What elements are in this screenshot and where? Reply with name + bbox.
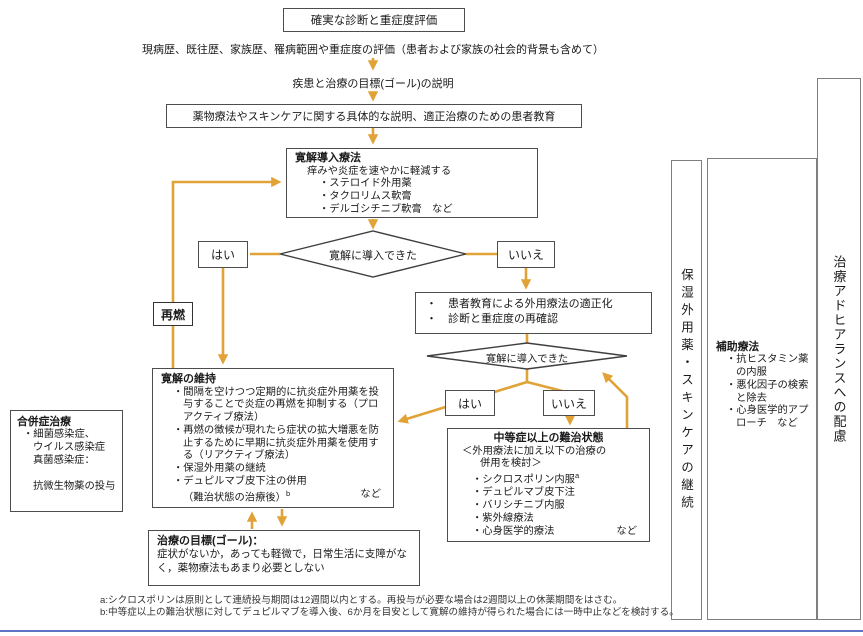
refractory-box: 中等症以上の難治状態 ＜外用療法に加え以下の治療の 併用を検討＞ ・シクロスポリ… (447, 428, 650, 542)
refractory-item: ・デュピルマブ皮下注 (472, 487, 575, 499)
adherence-panel-label: 治療アドヒアランスへの配慮 (831, 254, 847, 444)
maintenance-item: ・保湿外用薬の継続 (173, 463, 266, 475)
complication-treatment: 抗微生物薬の投与 (33, 480, 116, 492)
reeval-box: ・ 患者教育による外用療法の適正化 ・ 診断と重症度の再確認 (415, 292, 652, 334)
adjunct-panel: 補助療法 ・抗ヒスタミン薬の内服 ・悪化因子の検索と除去 ・心身医学的アプローチ… (707, 158, 817, 620)
goal-body: 症状がないか，あっても軽微で，日常生活に支障がなく，薬物療法もあまり必要としない (157, 548, 407, 574)
adjunct-item: ・心身医学的アプローチ など (726, 405, 809, 430)
decision-diamond-2 (426, 342, 628, 370)
induction-title: 寛解導入療法 (295, 152, 361, 164)
refractory-subtitle: ＜外用療法に加え以下の治療の (462, 445, 607, 457)
maintenance-note: （難治状態の治療後）b (183, 488, 291, 504)
moisturizer-panel: 保湿外用薬・スキンケアの継続 (671, 160, 702, 620)
relapse-label: 再燃 (153, 302, 193, 326)
goal-box: 治療の目標(ゴール)： 症状がないか，あっても軽微で，日常生活に支障がなく，薬物… (148, 530, 420, 586)
yes2-box: はい (445, 390, 495, 416)
refractory-item: ・紫外線療法 (472, 512, 534, 524)
goal-title: 治療の目標(ゴール)： (157, 535, 264, 547)
maintenance-title: 寛解の維持 (161, 373, 216, 385)
education-box: 薬物療法やスキンケアに関する具体的な説明、適正治療のための患者教育 (166, 104, 582, 128)
refractory-item: ・バリシチニブ内服 (472, 500, 565, 512)
induction-box: 寛解導入療法 痒みや炎症を速やかに軽減する ・ステロイド外用薬 ・タクロリムス軟… (286, 148, 538, 218)
adjunct-item: ・悪化因子の検索と除去 (726, 379, 809, 404)
induction-item: ・デルゴシチニブ軟膏 など (319, 203, 453, 215)
adjunct-title: 補助療法 (716, 341, 760, 353)
maintenance-box: 寛解の維持 ・間隔を空けつつ定期的に抗炎症外用薬を投与することで炎症の再燃を抑制… (152, 368, 394, 508)
decision-diamond-1 (279, 230, 467, 278)
maintenance-item: ・間隔を空けつつ定期的に抗炎症外用薬を投与することで炎症の再燃を抑制する（プロア… (173, 386, 379, 424)
complication-line: 真菌感染症： (33, 454, 95, 466)
etc-label: など (616, 525, 637, 537)
refractory-subtitle: 併用を検討＞ (480, 458, 542, 470)
decision1-label: 寛解に導入できた (329, 250, 417, 262)
no1-box: いいえ (497, 241, 555, 268)
refractory-title: 中等症以上の難治状態 (493, 432, 604, 444)
reeval-item: ・ 患者教育による外用療法の適正化 (426, 298, 613, 310)
footnote-marker-a: a (574, 471, 580, 481)
no2-box: いいえ (543, 390, 595, 416)
diagnosis-box: 確実な診断と重症度評価 (283, 8, 465, 32)
induction-item: ・ステロイド外用薬 (319, 178, 412, 190)
induction-item: ・タクロリムス軟膏 (319, 191, 412, 203)
adherence-panel: 治療アドヒアランスへの配慮 (817, 78, 861, 620)
footnote-marker-b: b (285, 488, 291, 498)
bottom-rule (0, 630, 863, 632)
complication-title: 合併症治療 (17, 416, 71, 428)
maintenance-item: ・再燃の徴候が現れたら症状の拡大増悪を防止するために早期に抗炎症外用薬を使用する… (173, 424, 379, 462)
maintenance-item: ・デュピルマブ皮下注の併用 (173, 475, 307, 487)
complication-line: ウイルス感染症 (33, 442, 106, 454)
footnote-a: a:シクロスポリンは原則として連続投与期間は12週間以内とする。再投与が必要な場… (100, 595, 623, 606)
reeval-item: ・ 診断と重症度の再確認 (426, 312, 558, 325)
relapse-arrow (171, 176, 282, 368)
induction-subtitle: 痒みや炎症を速やかに軽減する (307, 165, 452, 177)
footnote-b: b:中等症以上の難治状態に対してデュピルマブを導入後、6か月を目安として寛解の維… (100, 607, 679, 618)
complication-line: ・細菌感染症、 (23, 429, 96, 441)
refractory-item: ・心身医学的療法 (472, 525, 555, 537)
goal-explanation-text: 疾患と治療の目標(ゴール)の説明 (292, 78, 454, 90)
refractory-item: ・シクロスポリン内服a (472, 471, 580, 486)
complication-box: 合併症治療 ・細菌感染症、 ウイルス感染症 真菌感染症： 抗微生物薬の投与 (10, 410, 123, 512)
assessment-text: 現病歴、既往歴、家族歴、罹病範囲や重症度の評価（患者および家族の社会的背景も含め… (142, 44, 604, 56)
decision2-label: 寛解に導入できた (485, 354, 569, 365)
feedback-arrow (602, 372, 629, 428)
moisturizer-panel-label: 保湿外用薬・スキンケアの継続 (679, 267, 693, 513)
yes1-box: はい (198, 241, 248, 268)
etc-label: など (360, 488, 381, 500)
adjunct-item: ・抗ヒスタミン薬の内服 (726, 354, 809, 379)
